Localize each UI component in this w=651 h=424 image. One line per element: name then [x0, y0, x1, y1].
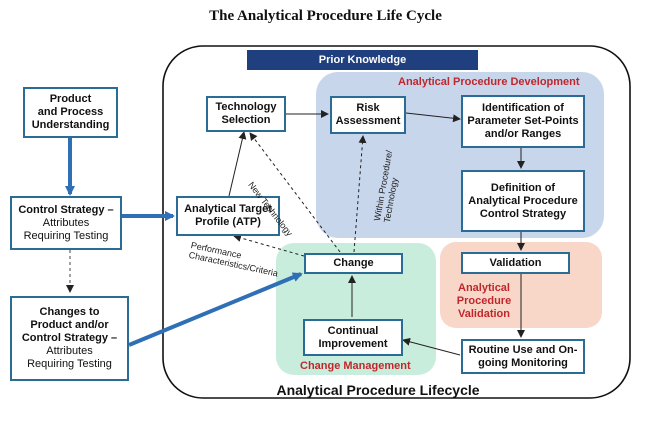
prior-knowledge-bar: Prior Knowledge — [247, 50, 478, 70]
risk-assessment-box: Risk Assessment — [330, 96, 406, 134]
changes-to-product-box: Changes to Product and/or Control Strate… — [10, 296, 129, 381]
arrow-atp-to-tech — [228, 131, 247, 197]
diagram-title: The Analytical Procedure Life Cycle — [209, 8, 442, 24]
arrow-routine-to-continual — [402, 337, 461, 356]
product-process-box: Product and Process Understanding — [23, 87, 118, 138]
control-strategy-box: Control Strategy – Attributes Requiring … — [10, 196, 122, 250]
technology-selection-box: Technology Selection — [206, 96, 286, 132]
lifecycle-label: Analytical Procedure Lifecycle — [276, 382, 480, 398]
arrow-change-to-risk — [353, 135, 367, 253]
atp-box: Analytical Target Profile (ATP) — [176, 196, 280, 236]
arrow-change-to-tech — [249, 132, 341, 253]
validation-region-title: Analytical Procedure Validation — [456, 282, 512, 320]
change-box: Change — [304, 253, 403, 274]
definition-box: Definition of Analytical Procedure Contr… — [461, 170, 585, 232]
development-region-title: Analytical Procedure Development — [398, 76, 580, 88]
identification-box: Identification of Parameter Set-Points a… — [461, 95, 585, 148]
change-management-region-title: Change Management — [300, 360, 411, 372]
arrow-change-to-atp — [233, 234, 305, 257]
validation-box: Validation — [461, 252, 570, 274]
continual-improvement-box: Continual Improvement — [303, 319, 403, 356]
routine-use-box: Routine Use and On- going Monitoring — [461, 339, 585, 374]
arrow-changes-to-change — [128, 272, 303, 347]
arrow-risk-to-ident — [405, 112, 461, 123]
